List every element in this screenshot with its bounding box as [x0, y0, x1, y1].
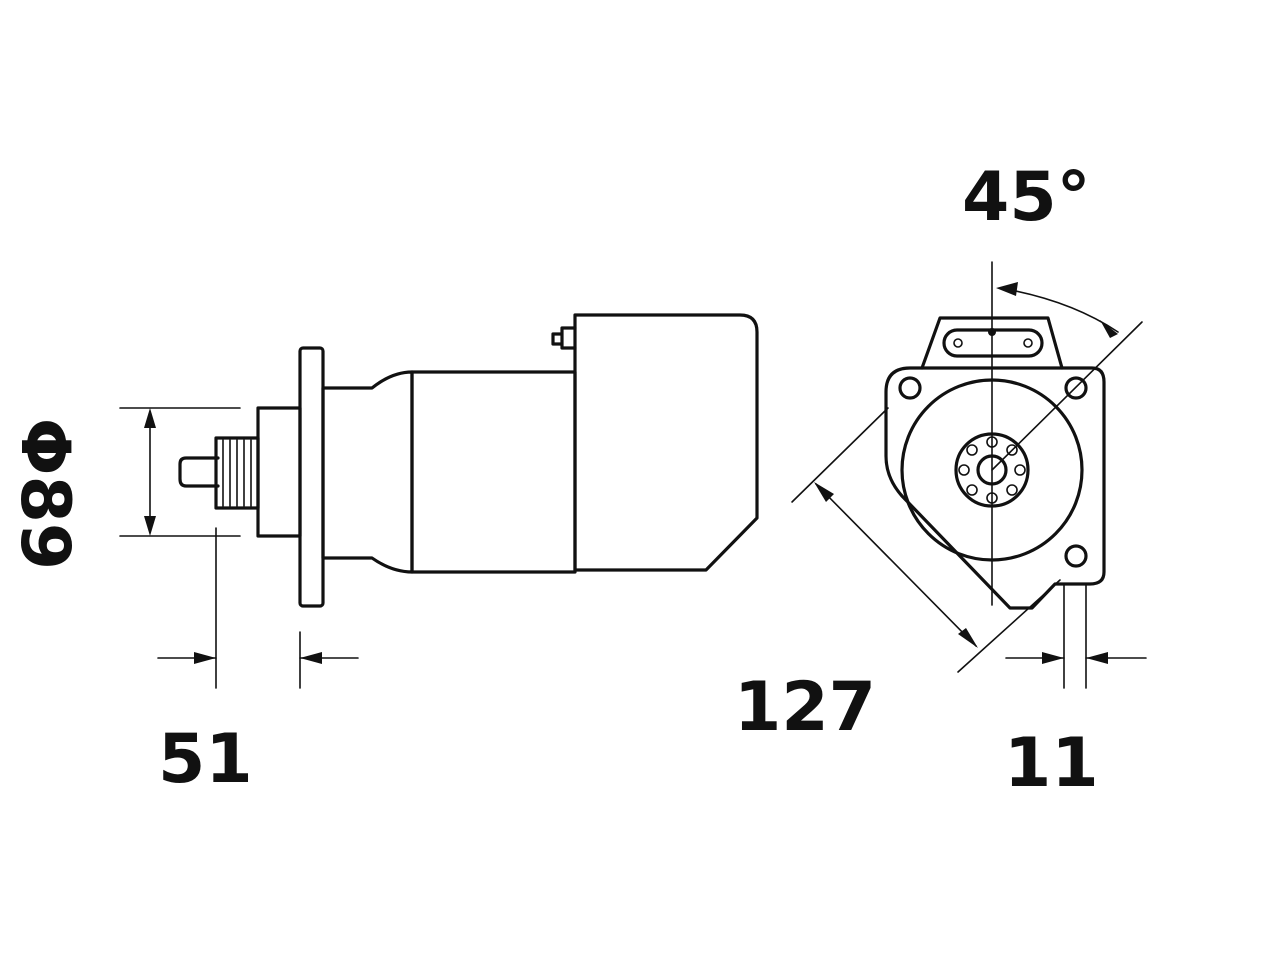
- mounting-flange: [298, 346, 325, 608]
- motor-body: [410, 370, 577, 574]
- shaft-tip: [178, 456, 220, 488]
- terminal-bracket: [920, 316, 1064, 370]
- bolt-spacing-label: 127: [734, 668, 876, 747]
- nose-hub: [256, 406, 302, 538]
- offset-label: 11: [1004, 724, 1099, 803]
- drive-housing: [321, 370, 414, 574]
- angle-label: 45°: [962, 158, 1091, 237]
- bolt-hole-bottom-right: [1064, 544, 1088, 568]
- end-flange-outline: [884, 366, 1106, 610]
- pinion-length-label: 51: [158, 720, 253, 799]
- diameter-label: Φ89: [5, 417, 85, 571]
- bolt-hole-top-left: [898, 376, 922, 400]
- bolt-hole-top-right: [1064, 376, 1088, 400]
- solenoid-housing: [573, 313, 759, 572]
- terminal-stud: [551, 326, 577, 350]
- side-view: [119, 313, 759, 689]
- end-view: [791, 261, 1147, 689]
